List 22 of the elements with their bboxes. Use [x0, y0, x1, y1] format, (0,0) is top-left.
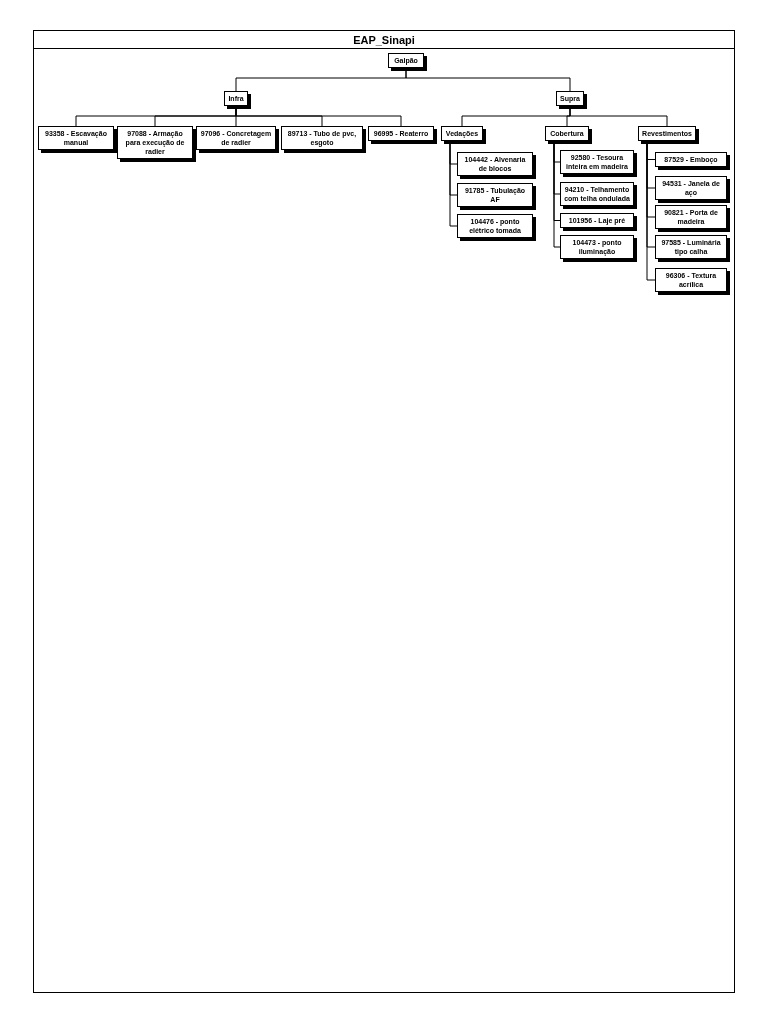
wbs-box [655, 268, 727, 292]
wbs-box [560, 213, 634, 228]
wbs-box [388, 53, 424, 68]
wbs-box [441, 126, 483, 141]
wbs-box [117, 126, 193, 159]
wbs-box [457, 152, 533, 176]
wbs-box [655, 205, 727, 229]
wbs-box [368, 126, 434, 141]
wbs-box [457, 183, 533, 207]
wbs-box [655, 152, 727, 167]
wbs-box [38, 126, 114, 150]
diagram-title: EAP_Sinapi [353, 33, 415, 46]
wbs-box [655, 235, 727, 259]
wbs-box [560, 150, 634, 174]
wbs-box [281, 126, 363, 150]
wbs-box [556, 91, 584, 106]
wbs-box [545, 126, 589, 141]
wbs-box [560, 235, 634, 259]
wbs-box [224, 91, 248, 106]
wbs-box [655, 176, 727, 200]
wbs-box [638, 126, 696, 141]
wbs-box [457, 214, 533, 238]
